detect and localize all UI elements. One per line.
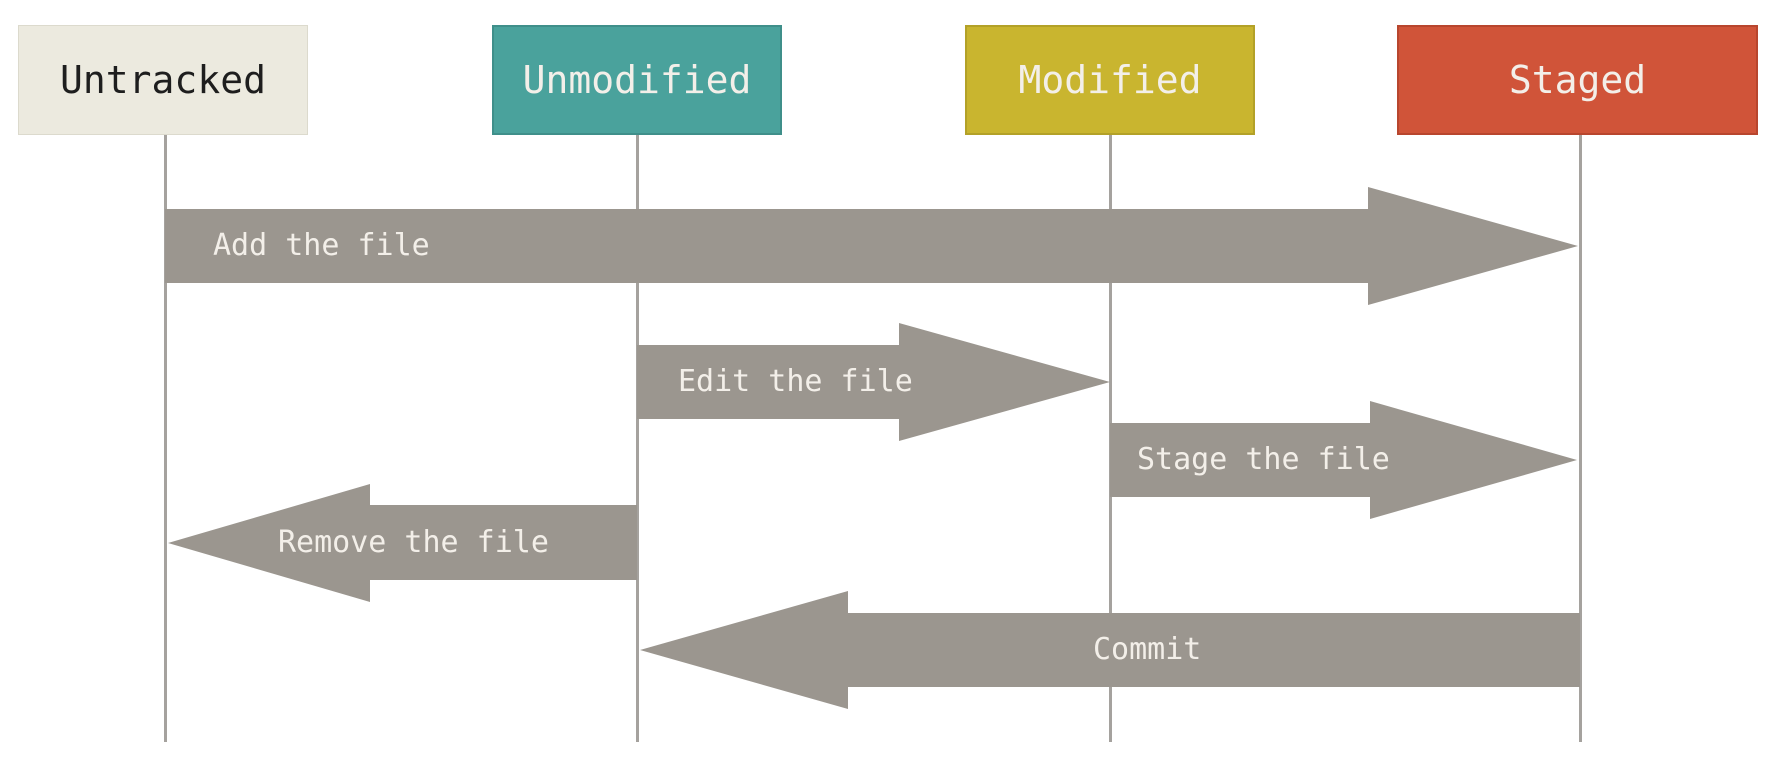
transition-label-commit: Commit bbox=[1093, 632, 1202, 667]
state-box-untracked: Untracked bbox=[18, 25, 308, 135]
arrow-body bbox=[370, 505, 637, 580]
arrow-left-icon bbox=[640, 591, 848, 709]
arrow-body bbox=[165, 209, 1368, 283]
transition-label-add-the-file: Add the file bbox=[213, 228, 430, 263]
arrow-body bbox=[848, 613, 1580, 687]
arrow-right-icon bbox=[1370, 401, 1577, 519]
arrow-right-icon bbox=[1368, 187, 1578, 305]
state-box-staged: Staged bbox=[1397, 25, 1758, 135]
state-label-staged: Staged bbox=[1508, 58, 1647, 102]
state-label-untracked: Untracked bbox=[60, 58, 266, 102]
transition-label-stage-the-file: Stage the file bbox=[1137, 442, 1390, 477]
state-label-unmodified: Unmodified bbox=[522, 58, 752, 102]
state-box-unmodified: Unmodified bbox=[492, 25, 782, 135]
arrow-body bbox=[637, 345, 899, 419]
lifeline-staged bbox=[1579, 135, 1582, 742]
state-label-modified: Modified bbox=[1018, 58, 1202, 102]
state-box-modified: Modified bbox=[965, 25, 1255, 135]
transition-label-edit-the-file: Edit the file bbox=[678, 364, 913, 399]
arrow-body bbox=[1110, 423, 1370, 497]
lifeline-unmodified bbox=[636, 135, 639, 742]
arrow-right-icon bbox=[899, 323, 1110, 441]
arrow-left-icon bbox=[168, 484, 370, 602]
lifeline-untracked bbox=[164, 135, 167, 742]
transition-label-remove-the-file: Remove the file bbox=[278, 525, 549, 560]
